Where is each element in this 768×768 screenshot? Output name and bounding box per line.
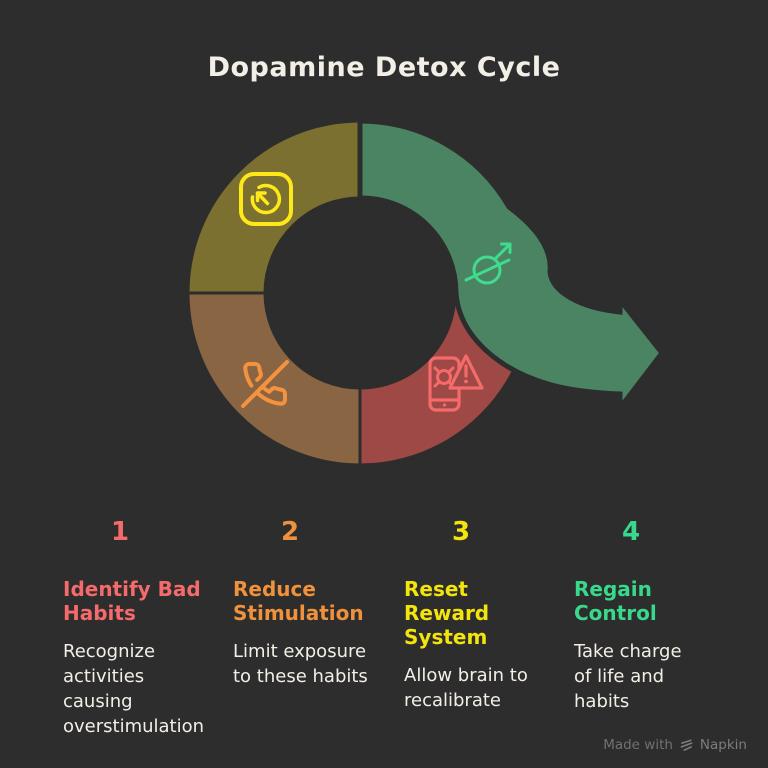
phone-off-icon [241,360,289,408]
step-number: 2 [280,517,300,547]
watermark-brand: Napkin [699,737,747,753]
step-description: Allow brain to recalibrate [404,665,528,711]
step-column-1: 1 Identify Bad Habits Recognize activiti… [63,517,238,739]
watermark-text: Made with [603,737,673,753]
step-heading: Identify Bad Habits [63,577,201,625]
step-number: 4 [621,517,641,547]
segment-regain-control-arrow [357,118,666,416]
step-heading: Regain Control [574,577,657,625]
segment-reduce-stimulation [186,291,362,467]
phone-malware-warning-icon [428,354,484,412]
page-title: Dopamine Detox Cycle [207,52,561,83]
step-description: Limit exposure to these habits [233,641,368,687]
watermark: Made with Napkin [603,737,747,753]
orbit-launch-icon [464,242,512,285]
step-heading: Reset Reward System [404,577,490,649]
step-column-2: 2 Reduce Stimulation Limit exposure to t… [233,517,408,689]
step-column-3: 3 Reset Reward System Allow brain to rec… [404,517,579,713]
step-column-4: 4 Regain Control Take charge of life and… [574,517,749,714]
step-description: Take charge of life and habits [574,641,682,712]
segment-reset-reward [186,119,362,295]
step-heading: Reduce Stimulation [233,577,364,625]
timer-reset-icon [239,172,293,226]
napkin-logo-icon [680,739,693,751]
step-description: Recognize activities causing overstimula… [63,641,205,737]
step-number: 3 [451,517,471,547]
step-number: 1 [110,517,130,547]
